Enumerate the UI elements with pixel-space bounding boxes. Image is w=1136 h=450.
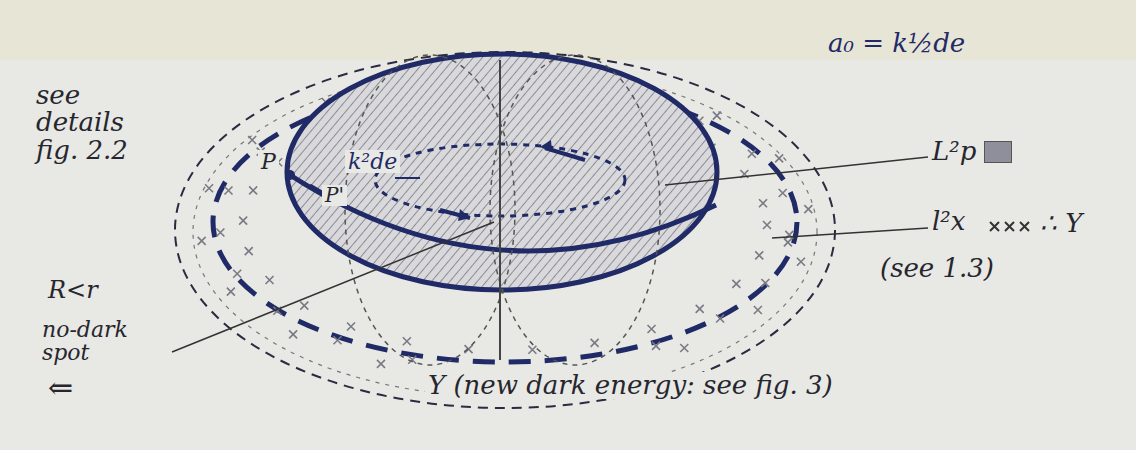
x-mark <box>591 339 599 347</box>
x-mark <box>300 302 308 310</box>
x-mark <box>333 336 341 344</box>
disk-rim <box>290 175 716 251</box>
x-mark <box>289 330 297 338</box>
radius-label: k²de <box>345 150 400 173</box>
x-mark <box>216 228 224 236</box>
x-mark <box>227 288 235 296</box>
inner-disk <box>287 54 717 290</box>
x-mark <box>239 217 247 225</box>
x-mark <box>779 189 787 197</box>
axis-line <box>499 60 501 360</box>
x-mark <box>696 305 704 313</box>
x-mark <box>761 279 769 287</box>
x-mark <box>224 187 232 195</box>
x-mark <box>403 337 411 345</box>
reference-note: (see 1.3) <box>880 255 994 282</box>
x-mark <box>754 306 762 314</box>
x-mark <box>763 221 771 229</box>
x-mark <box>347 322 355 330</box>
formula: a₀ = k½de <box>828 30 965 57</box>
x-mark <box>249 186 257 194</box>
x-mark <box>528 346 536 354</box>
x-mark <box>377 360 385 368</box>
x-mark <box>198 237 206 245</box>
x-mark <box>755 251 763 259</box>
leader-line <box>665 157 928 185</box>
x-mark <box>716 314 724 322</box>
outer-ring <box>175 52 835 408</box>
legend-swatch <box>984 141 1012 163</box>
x-mark <box>248 136 256 144</box>
x-mark <box>233 270 241 278</box>
arrow-head <box>458 209 470 221</box>
x-mark <box>713 112 721 120</box>
x-mark <box>759 199 767 207</box>
x-mark <box>797 258 805 266</box>
note-label: no-dark spot <box>42 318 162 364</box>
point-label: P' <box>322 185 347 206</box>
leader-line <box>772 228 928 238</box>
paper-tint <box>0 0 1136 60</box>
x-mark <box>784 238 792 246</box>
legend-row: L²p <box>932 138 1012 165</box>
arrow-symbol: ⇐ <box>48 372 73 404</box>
legend-row: l²x <box>932 208 965 235</box>
x-mark <box>266 276 274 284</box>
x-mark <box>804 205 812 213</box>
x-mark <box>652 342 660 350</box>
x-mark <box>748 150 756 158</box>
therefore-label: ∴ Y <box>1040 210 1082 237</box>
x-mark <box>205 184 213 192</box>
point-label: P <box>258 150 279 173</box>
x-mark <box>775 154 783 162</box>
point-p <box>285 170 295 180</box>
legend-x-sample <box>990 222 1029 231</box>
arrow-head <box>540 140 552 152</box>
legend-text: L²p <box>932 138 976 165</box>
x-mark <box>732 280 740 288</box>
reference-note: see details fig. 2.2 <box>36 82 146 164</box>
x-mark <box>245 247 253 255</box>
condition-label: R<r <box>48 278 98 303</box>
x-mark <box>648 325 656 333</box>
section-circle <box>490 55 660 365</box>
p-arrow <box>310 185 322 192</box>
legend-text: l²x <box>932 208 965 235</box>
x-mark <box>465 345 473 353</box>
leader-line <box>172 222 494 352</box>
x-mark <box>680 344 688 352</box>
radius-arrow <box>395 177 420 179</box>
dark-energy-label: Y (new dark energy: see fig. 3) <box>425 372 836 399</box>
